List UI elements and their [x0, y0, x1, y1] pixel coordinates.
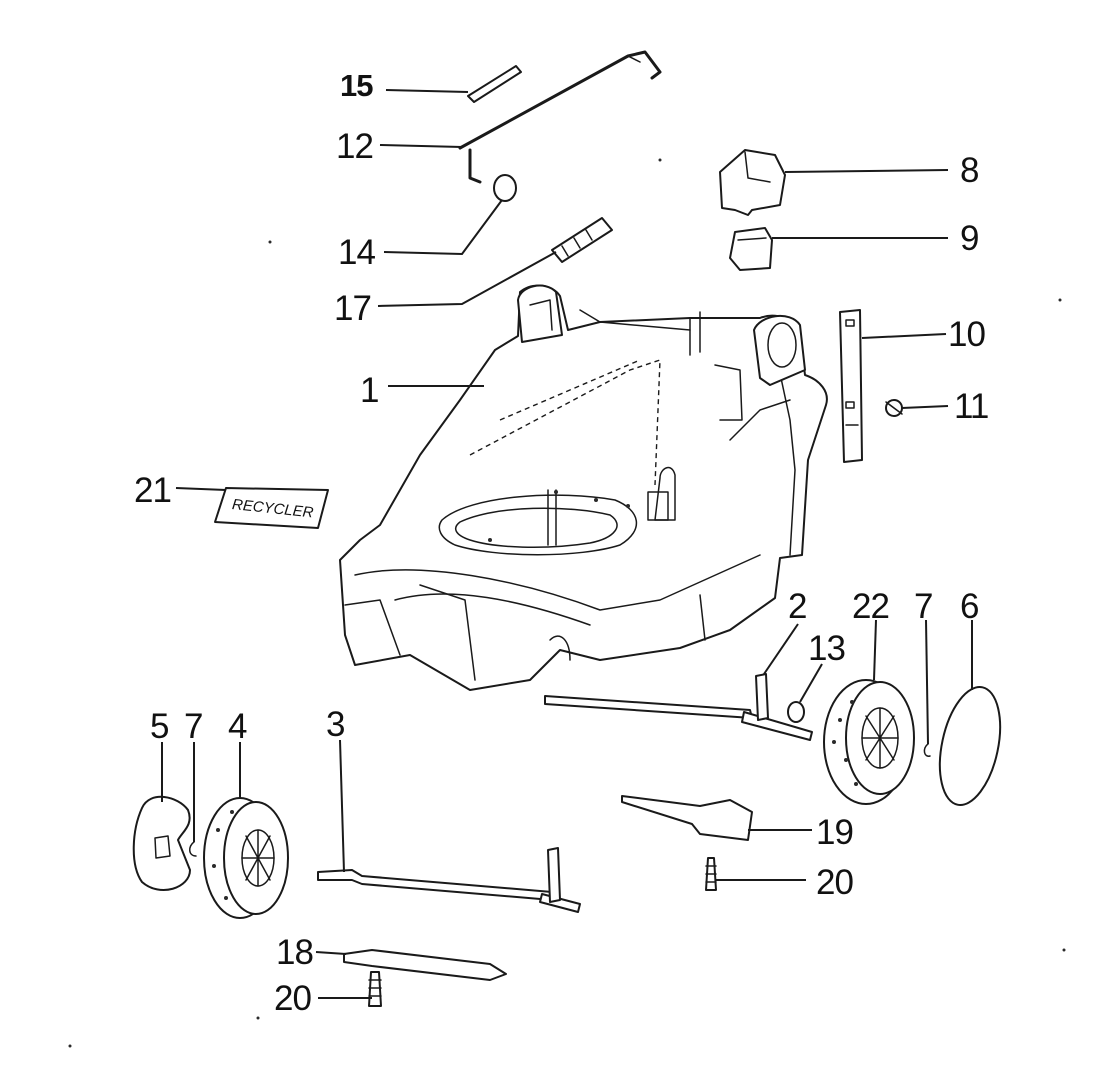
lever-spring-grip	[551, 217, 613, 263]
blade-screw-right	[705, 857, 717, 891]
wheel-pin-left	[189, 841, 197, 857]
callout-18: 18	[276, 933, 313, 972]
scan-speckles	[68, 158, 1066, 1048]
hub-cap	[938, 686, 1002, 806]
rear-wheel-right	[823, 679, 915, 805]
callout-20-right: 20	[816, 863, 853, 902]
handle-clip-plate	[467, 65, 522, 103]
callout-22: 22	[852, 587, 889, 626]
recycler-sticker: RECYCLER	[214, 487, 329, 529]
callout-12: 12	[336, 127, 373, 166]
callout-6: 6	[960, 587, 978, 626]
wheel-pin-right	[923, 743, 931, 757]
callout-3: 3	[326, 705, 344, 744]
small-clip	[885, 399, 903, 417]
rear-axle	[544, 673, 813, 741]
callout-labels: 15 12 14 17 1 21 8 9 10 11 2 22 7 6 13 5…	[134, 68, 989, 1018]
callout-7-left: 7	[184, 707, 202, 746]
vertical-strip	[839, 309, 863, 463]
axle-bushing	[787, 701, 805, 723]
callout-10: 10	[948, 315, 985, 354]
cutting-blade	[343, 949, 507, 981]
callout-9: 9	[960, 219, 978, 258]
callout-7-right: 7	[914, 587, 932, 626]
callout-14: 14	[338, 233, 375, 272]
mulch-plate	[621, 795, 753, 841]
callout-8: 8	[960, 151, 978, 190]
callout-4: 4	[228, 707, 247, 746]
callout-20-left: 20	[274, 979, 311, 1018]
leader-lines	[161, 89, 973, 999]
front-wheel-left	[203, 797, 289, 919]
callout-2: 2	[788, 587, 806, 626]
callout-1: 1	[360, 371, 378, 410]
callout-19: 19	[816, 813, 853, 852]
catch-bracket-upper	[719, 149, 786, 216]
callout-11: 11	[954, 387, 988, 426]
height-adjust-lever	[458, 50, 662, 184]
wheel-cover-left	[132, 795, 191, 891]
callout-21: 21	[134, 471, 171, 510]
callout-17: 17	[334, 289, 371, 328]
catch-block	[729, 227, 773, 271]
callout-15: 15	[340, 68, 373, 103]
lever-knob	[493, 174, 517, 202]
blade-screw-left	[368, 971, 382, 1007]
callout-13: 13	[808, 629, 845, 668]
front-axle	[317, 847, 581, 913]
callout-5: 5	[150, 707, 168, 746]
deck-housing	[339, 284, 828, 691]
